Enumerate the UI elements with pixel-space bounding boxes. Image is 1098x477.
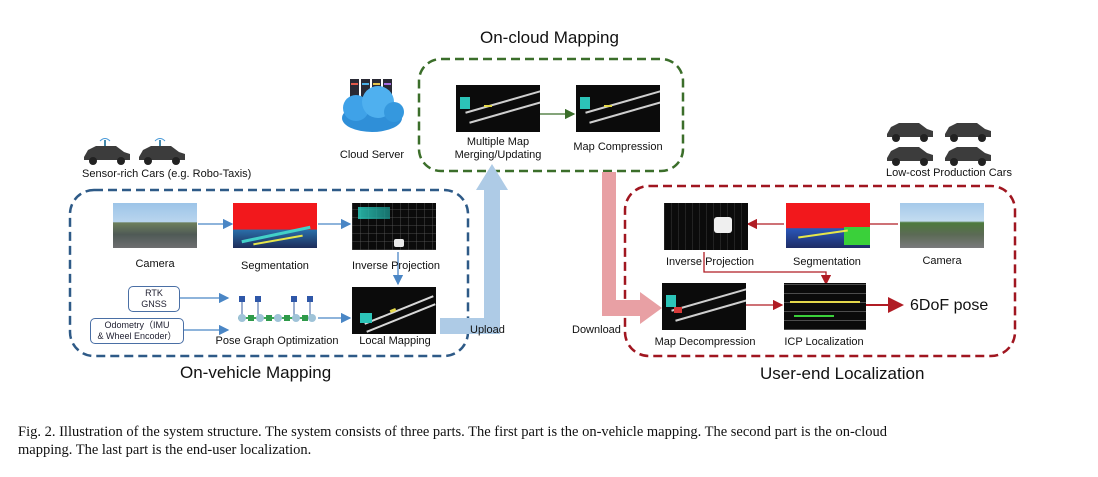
cloud-server-icon <box>342 79 404 132</box>
download-label: Download <box>572 324 621 336</box>
on-cloud-frame <box>417 57 685 173</box>
user-camera-label: Camera <box>922 255 962 267</box>
download-arrow <box>602 172 662 324</box>
merged-map-image <box>456 85 540 132</box>
pose-graph-icon <box>238 296 316 322</box>
user-segmentation-label: Segmentation <box>793 256 861 268</box>
decompression-label: Map Decompression <box>654 336 756 348</box>
sensor-car-icon <box>139 138 185 165</box>
odometry-box: Odometry（IMU & Wheel Encoder） <box>90 318 184 344</box>
user-camera-image <box>900 203 984 248</box>
decompressed-map-image <box>662 283 746 330</box>
local-mapping-image <box>352 287 436 334</box>
merge-label: Multiple Map Merging/Updating <box>448 136 548 162</box>
rtk-gnss-box: RTK GNSS <box>128 286 180 312</box>
pose-graph-label: Pose Graph Optimization <box>215 335 339 347</box>
sensor-cars-label: Sensor-rich Cars (e.g. Robo-Taxis) <box>82 168 252 180</box>
production-car-icon <box>945 147 991 166</box>
compression-label: Map Compression <box>573 141 663 153</box>
on-cloud-title: On-cloud Mapping <box>480 28 619 47</box>
local-mapping-label: Local Mapping <box>359 335 431 347</box>
production-car-icon <box>887 147 933 166</box>
caption-line-2: mapping. The last part is the end-user l… <box>18 442 312 458</box>
wheel-encoder-label: & Wheel Encoder） <box>97 331 177 341</box>
icp-localization-image <box>784 283 866 330</box>
segmentation-image <box>233 203 317 248</box>
merge-label-line1: Multiple Map <box>466 136 530 148</box>
inverse-projection-image <box>352 203 436 250</box>
output-pose-label: 6DoF pose <box>910 297 989 314</box>
camera-image <box>113 203 197 248</box>
user-inverse-projection-label: Inverse Projection <box>665 256 755 268</box>
on-vehicle-frame <box>68 188 470 358</box>
segmentation-label: Segmentation <box>241 260 309 272</box>
on-vehicle-title: On-vehicle Mapping <box>180 363 332 382</box>
user-inverse-projection-image <box>664 203 748 250</box>
production-car-icon <box>945 123 991 142</box>
compressed-map-image <box>576 85 660 132</box>
production-car-icon <box>887 123 933 142</box>
upload-label: Upload <box>470 324 505 336</box>
icp-label: ICP Localization <box>784 336 864 348</box>
user-end-frame <box>623 184 1017 358</box>
figure-caption: Fig. 2. Illustration of the system struc… <box>18 423 1080 459</box>
odometry-label: Odometry（IMU <box>104 320 170 330</box>
sensor-car-icon <box>84 138 130 165</box>
user-segmentation-image <box>786 203 870 248</box>
camera-label: Camera <box>135 258 175 270</box>
production-cars-label: Low-cost Production Cars <box>886 167 1012 179</box>
merge-label-line2: Merging/Updating <box>454 149 542 161</box>
caption-line-1: Fig. 2. Illustration of the system struc… <box>18 424 888 440</box>
gnss-label: GNSS <box>141 299 167 309</box>
user-end-title: User-end Localization <box>760 364 925 383</box>
inverse-projection-label: Inverse Projection <box>351 260 441 272</box>
rtk-label: RTK <box>145 288 163 298</box>
cloud-server-label: Cloud Server <box>339 149 405 161</box>
upload-arrow <box>440 164 508 334</box>
